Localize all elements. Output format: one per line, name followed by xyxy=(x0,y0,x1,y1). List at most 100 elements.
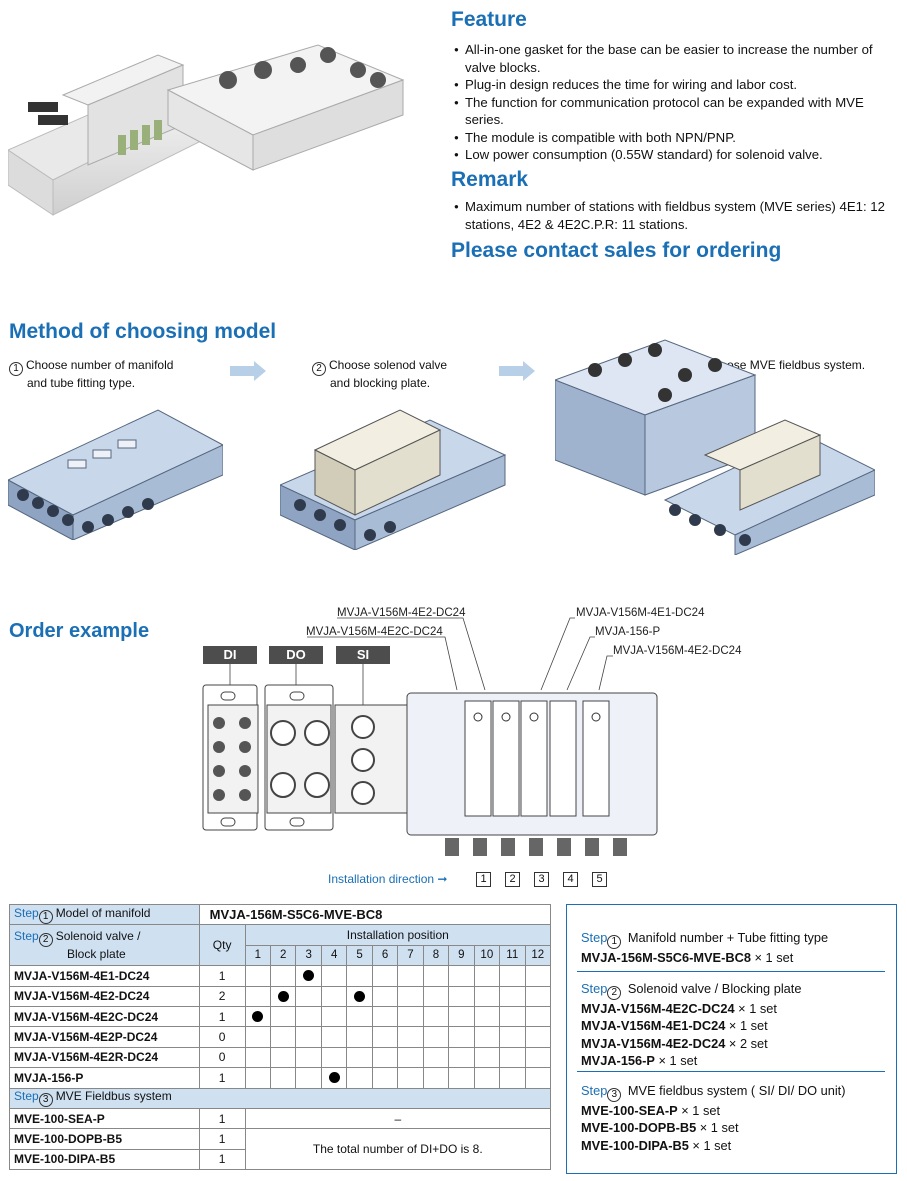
position-cell xyxy=(270,1067,297,1089)
position-number: 1 xyxy=(476,872,491,887)
summary-line: MVJA-V156M-4E2C-DC24 × 1 set xyxy=(581,1001,777,1016)
position-cell xyxy=(371,1046,399,1069)
step-number: 1 xyxy=(9,362,23,376)
position-cell xyxy=(346,965,373,987)
position-cell xyxy=(320,1026,348,1048)
position-cell xyxy=(397,1046,424,1069)
position-header: 11 xyxy=(499,944,526,967)
position-cell xyxy=(295,965,322,987)
position-cell xyxy=(295,985,322,1007)
valve-illustration xyxy=(280,409,507,550)
fieldbus-model: MVE-100-DOPB-B5 xyxy=(9,1128,200,1150)
summary-line: MVJA-156-P × 1 set xyxy=(581,1052,698,1068)
position-cell xyxy=(524,1067,551,1089)
position-cell xyxy=(473,1005,501,1028)
divider xyxy=(577,971,885,972)
valve-model: MVJA-V156M-4E1-DC24 xyxy=(9,965,200,987)
summary-line: MVJA-156M-S5C6-MVE-BC8 × 1 set xyxy=(581,950,794,965)
position-cell xyxy=(473,985,501,1007)
position-cell xyxy=(320,965,348,987)
position-cell xyxy=(422,1046,450,1069)
contact-heading: Please contact sales for ordering xyxy=(451,239,782,262)
position-cell xyxy=(346,1005,373,1028)
callout-label: MVJA-V156M-4E1-DC24 xyxy=(576,607,705,619)
position-cell xyxy=(499,985,526,1007)
position-cell xyxy=(499,1046,526,1069)
position-cell xyxy=(473,1046,501,1069)
summary-line: MVE-100-DIPA-B5 × 1 set xyxy=(581,1137,732,1153)
fieldbus-model: MVE-100-DIPA-B5 xyxy=(9,1148,200,1171)
position-cell xyxy=(473,1026,501,1048)
module-tag-di: DI xyxy=(203,646,257,664)
position-header: 7 xyxy=(397,944,424,967)
position-marker-dot xyxy=(303,970,315,982)
position-cell xyxy=(270,965,297,987)
list-item: All-in-one gasket for the base can be ea… xyxy=(454,41,894,76)
summary-line: MVJA-V156M-4E2-DC24 × 2 set xyxy=(581,1035,768,1051)
position-marker-dot xyxy=(277,990,289,1002)
callout-label: MVJA-V156M-4E2-DC24 xyxy=(337,607,466,619)
valve-model: MVJA-V156M-4E2-DC24 xyxy=(9,985,200,1007)
position-header: 10 xyxy=(473,944,501,967)
position-header: 8 xyxy=(422,944,450,967)
valve-qty: 1 xyxy=(198,965,246,987)
feature-list: All-in-one gasket for the base can be ea… xyxy=(454,41,894,164)
position-cell xyxy=(295,1046,322,1069)
total-note: The total number of DI+DO is 8. xyxy=(244,1128,552,1171)
product-photo xyxy=(8,44,405,216)
callout-label: MVJA-156-P xyxy=(595,626,661,638)
valve-model: MVJA-V156M-4E2P-DC24 xyxy=(9,1026,200,1048)
valve-model: MVJA-V156M-4E2R-DC24 xyxy=(9,1046,200,1069)
position-marker-dot xyxy=(354,990,366,1002)
arrow-right-icon xyxy=(230,361,266,381)
position-cell xyxy=(422,965,450,987)
position-number: 5 xyxy=(592,872,607,887)
order-example-diagram xyxy=(202,617,658,856)
position-cell xyxy=(244,985,272,1007)
position-header: 4 xyxy=(320,944,348,967)
position-cell xyxy=(270,1005,297,1028)
position-cell xyxy=(346,1026,373,1048)
valve-qty: 1 xyxy=(198,1067,246,1089)
manifold-illustration xyxy=(8,409,223,540)
position-cell xyxy=(320,1067,348,1089)
installation-position-header: Installation position xyxy=(244,924,552,946)
position-cell xyxy=(371,965,399,987)
position-cell xyxy=(371,985,399,1007)
valve-model: MVJA-V156M-4E2C-DC24 xyxy=(9,1005,200,1028)
position-cell xyxy=(473,965,501,987)
position-cell xyxy=(346,1067,373,1089)
valve-qty: 0 xyxy=(198,1026,246,1048)
module-tag-do: DO xyxy=(269,646,323,664)
position-cell xyxy=(397,965,424,987)
position-header: 9 xyxy=(448,944,475,967)
position-cell xyxy=(397,1026,424,1048)
position-cell xyxy=(244,1026,272,1048)
feature-heading: Feature xyxy=(451,8,527,31)
position-cell xyxy=(371,1005,399,1028)
position-number: 4 xyxy=(563,872,578,887)
position-number: 3 xyxy=(534,872,549,887)
divider xyxy=(577,1071,885,1072)
position-cell xyxy=(448,1026,475,1048)
position-cell xyxy=(397,1005,424,1028)
position-cell xyxy=(499,1026,526,1048)
position-cell xyxy=(270,1026,297,1048)
position-cell xyxy=(397,1067,424,1089)
position-cell xyxy=(371,1067,399,1089)
position-cell xyxy=(320,985,348,1007)
position-cell xyxy=(422,1026,450,1048)
position-marker-dot xyxy=(328,1072,340,1084)
manifold-model-value: MVJA-156M-S5C6-MVE-BC8 xyxy=(198,903,552,926)
position-cell xyxy=(371,1026,399,1048)
